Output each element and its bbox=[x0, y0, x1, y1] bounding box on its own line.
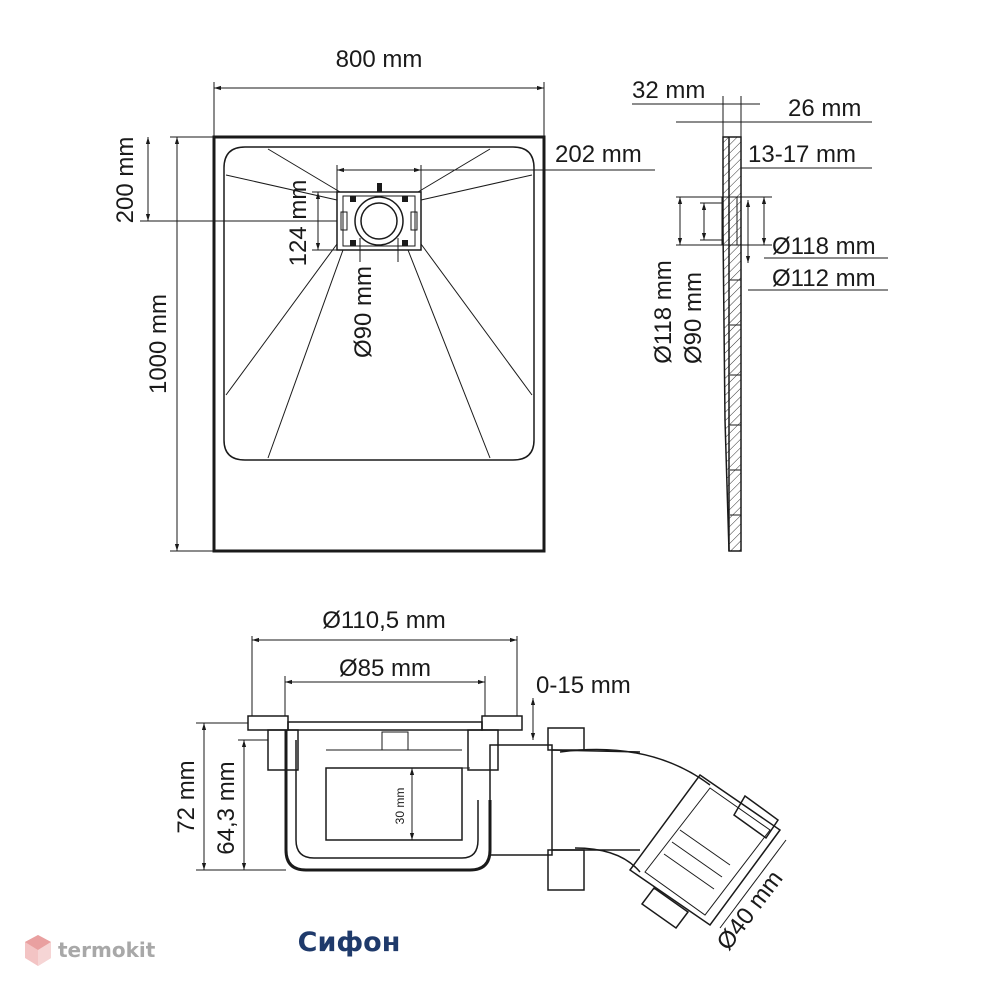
drain-offset-label: 200 mm bbox=[112, 137, 139, 224]
outlet-elbow-bottom bbox=[574, 847, 641, 873]
slope-line bbox=[225, 174, 338, 201]
slope-line bbox=[407, 249, 491, 459]
siphon-top-plate bbox=[287, 721, 483, 731]
brand-name: termokit bbox=[58, 938, 156, 962]
outlet-nut-bottom bbox=[547, 849, 585, 891]
outlet-nut-upper bbox=[733, 794, 780, 840]
outer-diam-right-label: Ø118 mm bbox=[772, 233, 876, 260]
drain-screw bbox=[350, 240, 356, 246]
body-height-label: 64,3 mm bbox=[213, 761, 240, 854]
slope-line bbox=[225, 243, 338, 396]
siphon-collar-left bbox=[267, 729, 299, 771]
siphon-collar-right bbox=[467, 729, 499, 771]
width-label: 800 mm bbox=[336, 46, 423, 73]
top-view-dimensions: 800 mm 1000 mm 200 mm 202 mm 124 mm Ø90 … bbox=[112, 46, 655, 552]
side-view-dimensions: 32 mm 26 mm 13-17 mm Ø118 mm Ø112 mm Ø11… bbox=[632, 77, 888, 364]
drain-cutout bbox=[721, 196, 738, 246]
siphon-section bbox=[247, 715, 782, 930]
drain-screw bbox=[350, 196, 356, 202]
top-label: 32 mm bbox=[632, 77, 705, 104]
inner-diam-right-label: Ø112 mm bbox=[772, 265, 876, 292]
body-diam-label: Ø85 mm bbox=[339, 655, 431, 682]
slope-line bbox=[267, 249, 344, 459]
outlet-connector bbox=[628, 773, 782, 927]
slope-label: 13-17 mm bbox=[748, 141, 856, 168]
siphon-cup bbox=[325, 767, 463, 841]
inner-diam-left-label: Ø90 mm bbox=[680, 272, 707, 364]
drain-clip bbox=[340, 211, 348, 231]
drain-hole-label: Ø90 mm bbox=[350, 266, 377, 358]
tray-outline bbox=[212, 135, 546, 553]
tray-side-view bbox=[721, 136, 742, 552]
outlet-nut-lower bbox=[640, 886, 690, 930]
drain-screw bbox=[402, 196, 408, 202]
outlet-nut-top bbox=[547, 727, 585, 751]
tray-basin bbox=[223, 146, 535, 461]
drain-frame bbox=[342, 195, 416, 247]
tray-top-view bbox=[212, 135, 546, 553]
outlet-diam-label: Ø40 mm bbox=[712, 866, 789, 956]
siphon-flange-right bbox=[481, 715, 523, 731]
siphon-caption: Сифон bbox=[298, 927, 401, 958]
water-seal-label: 30 mm bbox=[393, 788, 407, 825]
drain-height-label: 124 mm bbox=[285, 180, 312, 267]
drain-width-label: 202 mm bbox=[555, 141, 642, 168]
siphon-flange-left bbox=[247, 715, 289, 731]
outlet-elbow-top bbox=[559, 748, 711, 786]
drain-grate bbox=[336, 191, 422, 251]
outlet-connector-inner bbox=[644, 787, 771, 916]
brand-logo: termokit bbox=[25, 935, 156, 966]
drain-clip bbox=[410, 211, 418, 231]
flange-diam-label: Ø110,5 mm bbox=[322, 607, 446, 634]
siphon-housing-inner bbox=[295, 740, 479, 859]
siphon-outlet-neck bbox=[489, 744, 553, 856]
siphon-housing bbox=[284, 730, 492, 872]
tray-section bbox=[722, 136, 742, 552]
length-label: 1000 mm bbox=[145, 294, 172, 394]
slope-line bbox=[420, 174, 533, 201]
drain-screw bbox=[377, 183, 382, 192]
total-height-label: 72 mm bbox=[173, 760, 200, 833]
slope-line bbox=[267, 148, 341, 193]
adjust-label: 0-15 mm bbox=[536, 672, 631, 699]
siphon-center-pin bbox=[381, 731, 409, 751]
drain-hole-outer bbox=[354, 196, 404, 246]
drain-hole-inner bbox=[360, 202, 398, 240]
rim-label: 26 mm bbox=[788, 95, 861, 122]
drain-screw bbox=[402, 240, 408, 246]
outer-diam-left-label: Ø118 mm bbox=[650, 260, 677, 364]
slope-line bbox=[420, 243, 533, 396]
